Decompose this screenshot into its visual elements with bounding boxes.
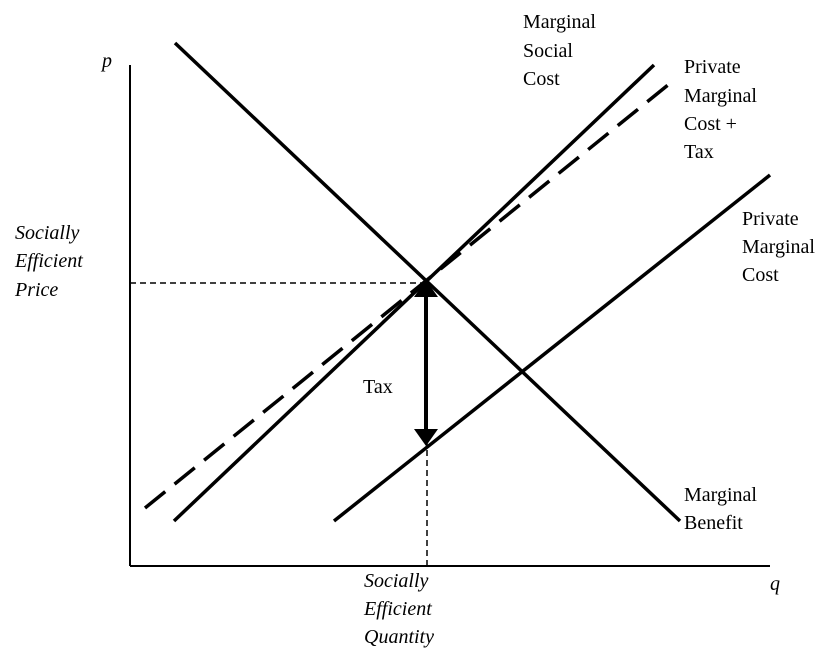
tax-arrow-head-bottom (414, 429, 438, 446)
y-axis-label: p (100, 50, 112, 72)
private-mc-plus-tax-curve (143, 83, 670, 510)
private-marginal-cost-label: Private Marginal Cost (742, 208, 820, 286)
x-axis-label: q (770, 573, 780, 595)
marginal-social-cost-label: Marginal Social Cost (523, 11, 601, 90)
tax-arrow-head-top (414, 280, 438, 297)
private-mc-plus-tax-label: Private Marginal Cost + Tax (684, 56, 762, 163)
efficient-price-label: Socially Efficient Price (14, 222, 88, 301)
marginal-social-cost-curve (172, 63, 656, 523)
marginal-benefit-label: Marginal Benefit (684, 484, 762, 534)
private-marginal-cost-curve (332, 173, 772, 523)
tax-label: Tax (363, 376, 393, 398)
efficient-quantity-label: Socially Efficient Quantity (363, 570, 437, 648)
